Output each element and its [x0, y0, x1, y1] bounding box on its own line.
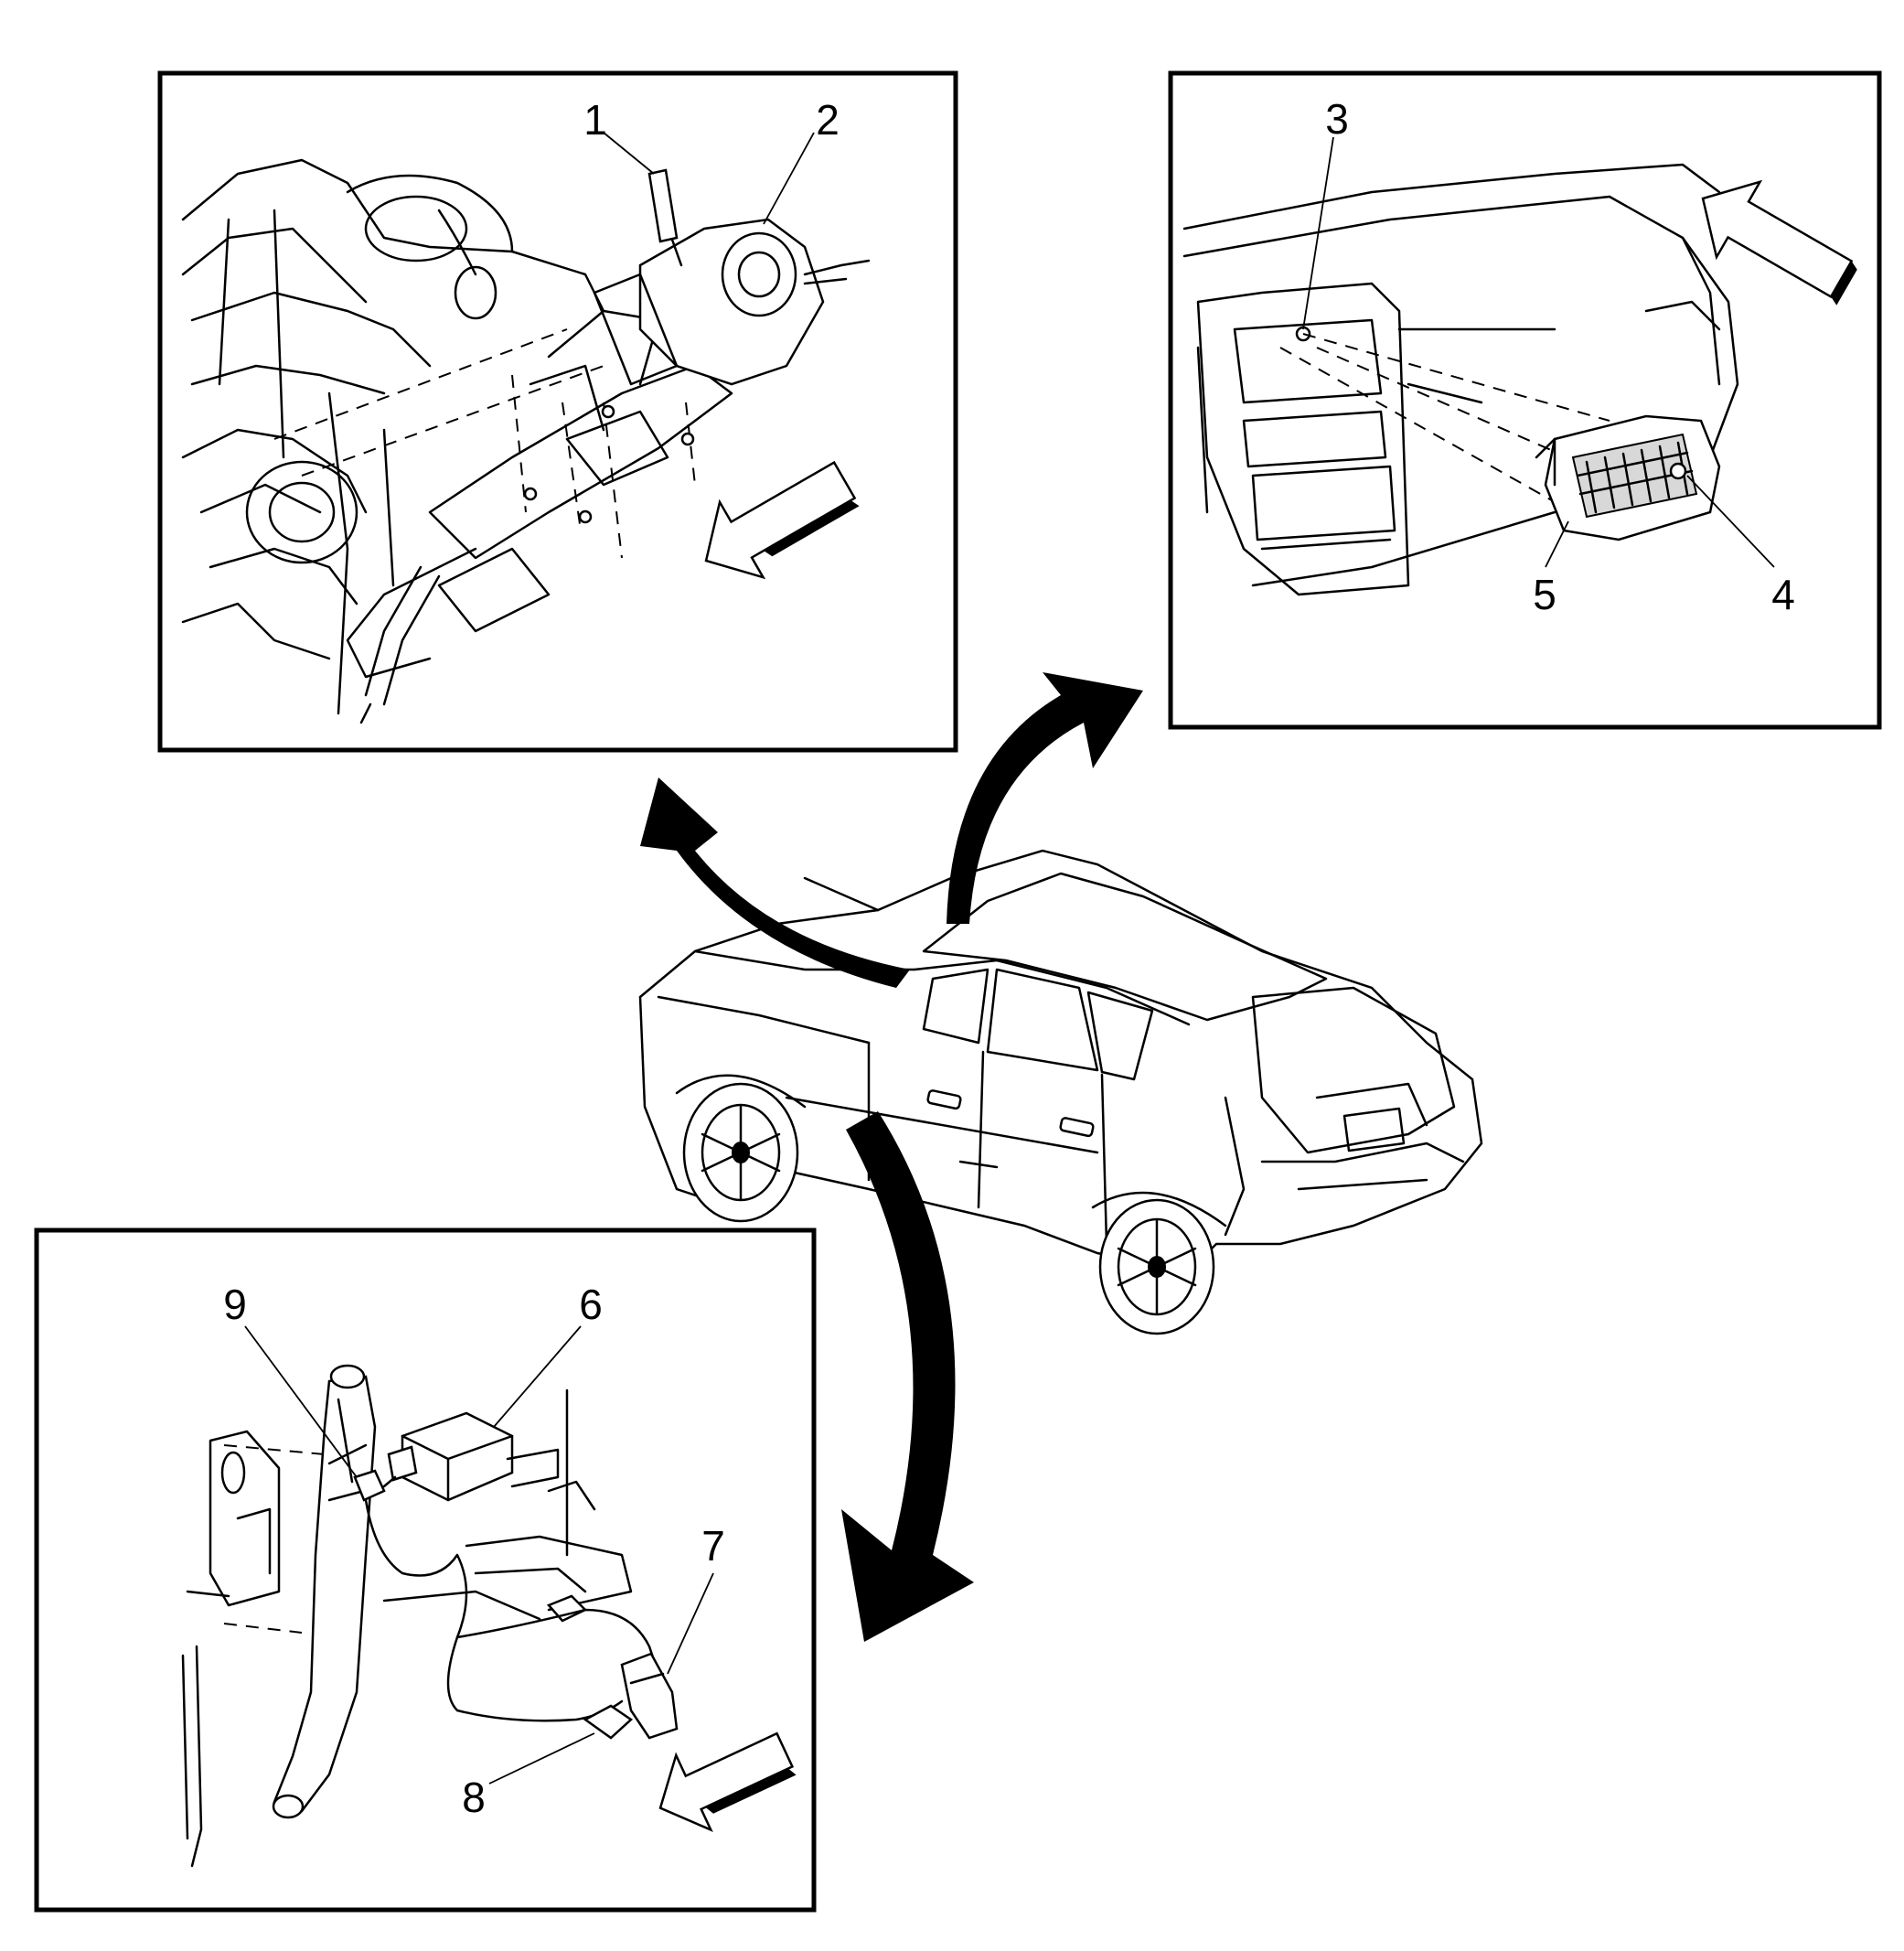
- flow-arrow-to-module: [841, 1111, 974, 1642]
- callout-1: 1: [583, 96, 607, 144]
- callout-6: 6: [579, 1281, 603, 1328]
- inset-instrument-panel-vent: [1168, 70, 1882, 730]
- flow-arrow-to-steering-column: [640, 777, 910, 988]
- callout-4: 4: [1771, 571, 1795, 618]
- flow-arrow-to-vent: [947, 672, 1143, 924]
- front-wheel-icon: [675, 1074, 807, 1223]
- rear-wheel-icon: [1091, 1191, 1227, 1335]
- callout-7: 7: [701, 1522, 725, 1570]
- callout-9: 9: [223, 1281, 247, 1328]
- callout-2: 2: [816, 96, 840, 144]
- forward-direction-arrow-icon: [658, 1731, 797, 1833]
- forward-direction-arrow-icon: [704, 460, 860, 580]
- inset-steering-column: [157, 70, 958, 753]
- callout-8: 8: [462, 1774, 486, 1821]
- callout-3: 3: [1325, 95, 1349, 143]
- callout-5: 5: [1533, 571, 1556, 618]
- inset-module-harness: [34, 1227, 817, 1913]
- forward-direction-arrow-icon: [1701, 179, 1857, 306]
